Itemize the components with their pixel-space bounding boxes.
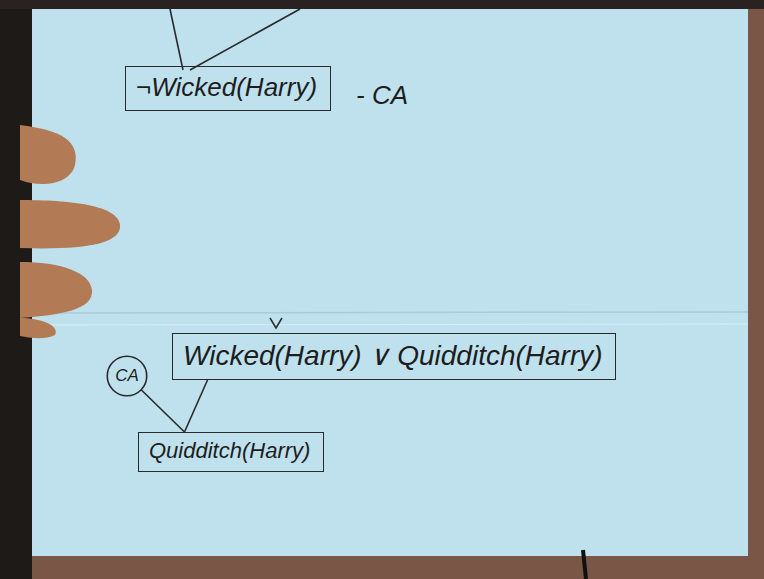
pen-tip	[583, 550, 586, 579]
clause-label: - CA	[356, 80, 408, 111]
clause-text: Quidditch(Harry)	[149, 438, 313, 464]
finger	[20, 262, 92, 318]
incoming-line	[190, 9, 300, 70]
finger	[20, 318, 56, 338]
line-fragment	[270, 318, 282, 328]
circle-outline	[107, 356, 146, 395]
incoming-line	[170, 9, 183, 70]
clause-text: ¬Wicked(Harry)	[136, 72, 320, 103]
clause-circle: CA	[106, 355, 148, 397]
clause-box: ¬Wicked(Harry)	[125, 66, 331, 111]
hand	[20, 125, 120, 338]
resolution-line	[141, 390, 184, 432]
blue-board	[30, 8, 748, 556]
fold-highlight	[32, 324, 748, 325]
clause-box: Wicked(Harry) ∨ Quidditch(Harry)	[172, 333, 616, 380]
dark-top-edge	[0, 0, 764, 9]
clause-box: Quidditch(Harry)	[138, 432, 324, 472]
fold-line	[32, 312, 748, 313]
finger	[20, 200, 120, 248]
resolution-line	[185, 380, 208, 432]
finger	[20, 125, 76, 184]
clause-text: Wicked(Harry) ∨ Quidditch(Harry)	[183, 339, 605, 372]
clause-text: CA	[115, 366, 139, 386]
